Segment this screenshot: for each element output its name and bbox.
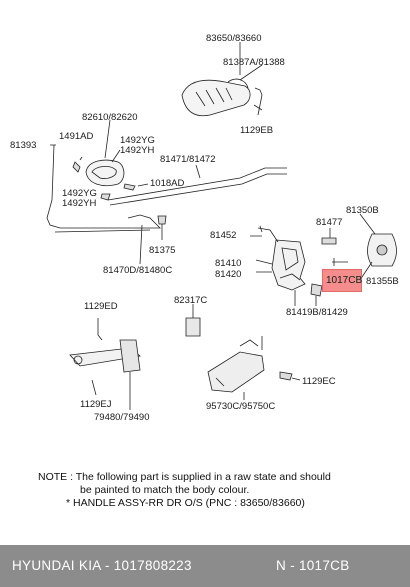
- label-1492yh-1: 1492YH: [120, 145, 155, 156]
- label-1018ad: 1018AD: [150, 178, 185, 189]
- door-latch-drawing: [257, 225, 306, 291]
- label-81470d: 81470D/81480C: [103, 265, 173, 276]
- outside-handle-drawing: [181, 78, 251, 117]
- label-1491ad: 1491AD: [59, 131, 94, 142]
- label-83650: 83650/83660: [206, 33, 262, 44]
- footer-pnc: N - 1017CB: [276, 558, 350, 573]
- label-81355b: 81355B: [366, 276, 399, 287]
- label-81350b: 81350B: [346, 205, 379, 216]
- door-checker-drawing: [69, 339, 141, 373]
- note-line-1: NOTE : The following part is supplied in…: [38, 471, 331, 483]
- label-1129ej: 1129EJ: [80, 399, 112, 410]
- label-82317c: 82317C: [174, 295, 208, 306]
- note-line-3: * HANDLE ASSY-RR DR O/S (PNC : 83650/836…: [66, 497, 305, 509]
- label-79480: 79480/79490: [94, 412, 150, 423]
- striker-drawing: [367, 233, 397, 267]
- parts-diagram: [46, 42, 397, 410]
- label-81375: 81375: [149, 245, 176, 256]
- label-1129ec: 1129EC: [302, 376, 336, 387]
- label-81471: 81471/81472: [160, 154, 216, 165]
- inside-handle-drawing: [85, 159, 125, 187]
- label-81420: 81420: [215, 269, 242, 280]
- label-1492yh-2: 1492YH: [62, 198, 97, 209]
- highlight-part-label: 1017CB: [326, 275, 363, 286]
- label-1492yg-1: 1492YG: [120, 135, 155, 146]
- label-81477: 81477: [316, 217, 343, 228]
- label-95730c: 95730C/95750C: [206, 401, 276, 412]
- footer-bar: HYUNDAI KIA - 1017808223 N - 1017CB: [0, 545, 410, 587]
- label-1492yg-2: 1492YG: [62, 188, 97, 199]
- footer-part-number: HYUNDAI KIA - 1017808223: [12, 558, 192, 573]
- label-81387a: 81387A/81388: [223, 57, 285, 68]
- label-1129eb: 1129EB: [240, 125, 274, 136]
- label-1129ed: 1129ED: [84, 301, 118, 312]
- label-82610: 82610/82620: [82, 112, 138, 123]
- note-line-2: be painted to match the body colour.: [80, 484, 250, 496]
- label-81410: 81410: [215, 258, 242, 269]
- label-81419b: 81419B/81429: [286, 307, 348, 318]
- actuator-drawing: [207, 339, 265, 393]
- label-81452: 81452: [210, 230, 237, 241]
- highlight-box: [322, 269, 362, 292]
- label-81393: 81393: [10, 140, 37, 151]
